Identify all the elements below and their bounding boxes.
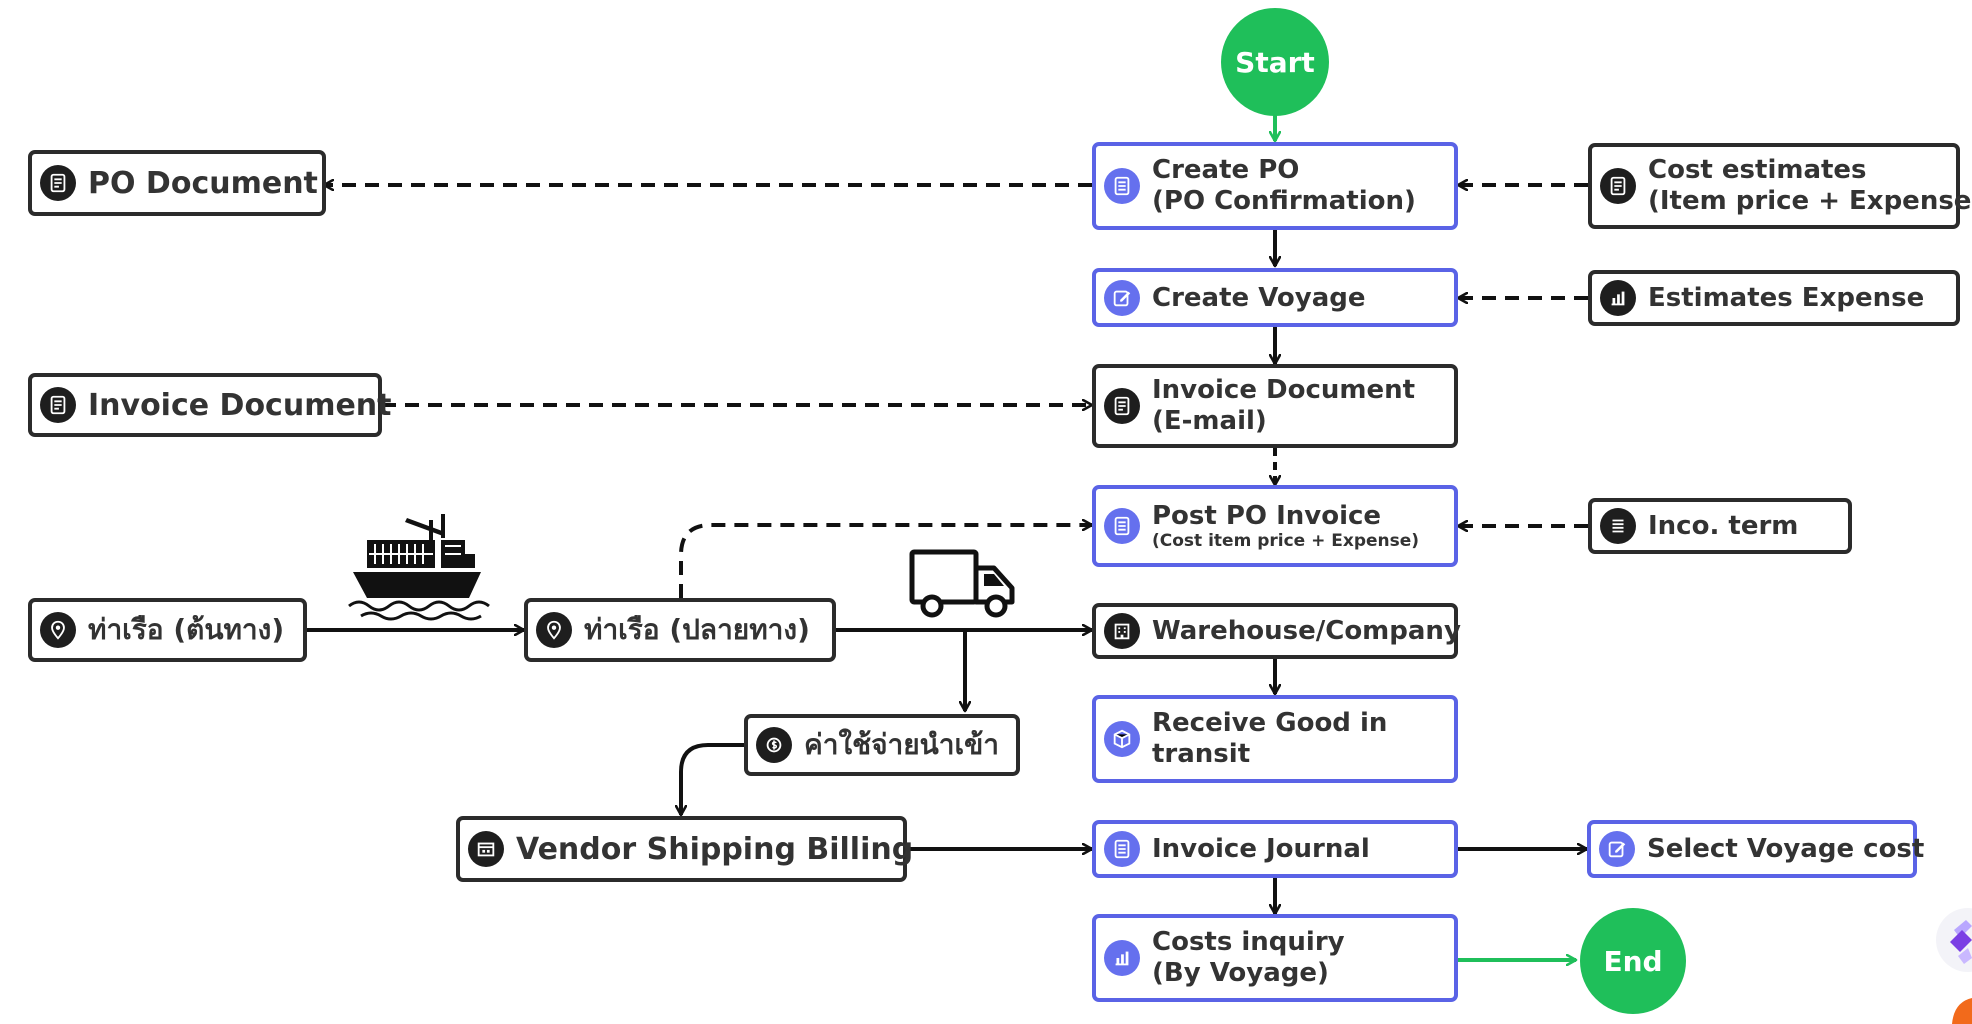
- cost-estimates-subtitle: (Item price + Expense): [1648, 186, 1972, 216]
- warehouse-company-label: Warehouse/Company: [1152, 616, 1461, 646]
- po-document-label: PO Document: [88, 165, 318, 201]
- arrow-port-destination-to-post-po-invoice: [679, 525, 1092, 598]
- post-po-invoice-subtitle: (Cost item price + Expense): [1152, 531, 1420, 552]
- receive-good-title: Receive Good in: [1152, 708, 1388, 739]
- create-voyage-label: Create Voyage: [1152, 282, 1366, 313]
- inco-term-box: Inco. term: [1588, 498, 1852, 554]
- create-po-subtitle: (PO Confirmation): [1152, 186, 1416, 216]
- costs-inquiry-subtitle: (By Voyage): [1152, 958, 1329, 988]
- create-po-box: Create PO(PO Confirmation): [1092, 142, 1458, 230]
- app-logo-icon: [1936, 908, 1972, 972]
- location-pin-icon: [40, 612, 76, 648]
- invoice-document-label: Invoice Document: [88, 387, 392, 423]
- chart-icon: [1600, 280, 1636, 316]
- inco-term-label: Inco. term: [1648, 511, 1799, 541]
- import-expense-box: ค่าใช้จ่ายนำเข้า: [744, 714, 1020, 776]
- truck-icon: [909, 549, 1015, 618]
- edit-icon: [1104, 279, 1140, 316]
- building-icon: [1104, 613, 1140, 649]
- chart-icon: [1104, 940, 1140, 976]
- package-icon: [1104, 721, 1140, 757]
- port-destination-box: ท่าเรือ (ปลายทาง): [524, 598, 836, 662]
- cost-estimates-box: Cost estimates(Item price + Expense): [1588, 143, 1972, 229]
- warehouse-company-box: Warehouse/Company: [1092, 603, 1461, 659]
- list-icon: [1104, 508, 1140, 544]
- estimates-expense-box: Estimates Expense: [1588, 270, 1960, 326]
- list-icon: [1600, 508, 1636, 544]
- receive-good-subtitle: transit: [1152, 739, 1251, 769]
- list-icon: [1104, 168, 1140, 204]
- document-icon: [40, 165, 76, 201]
- costs-inquiry-title: Costs inquiry: [1152, 927, 1345, 958]
- cost-estimates-title: Cost estimates: [1648, 155, 1867, 186]
- invoice-journal-label: Invoice Journal: [1152, 834, 1370, 864]
- document-icon: [1600, 168, 1636, 204]
- create-voyage-box: Create Voyage: [1092, 268, 1458, 327]
- estimates-expense-label: Estimates Expense: [1648, 283, 1925, 313]
- document-icon: [40, 387, 76, 423]
- list-icon: [1104, 831, 1140, 867]
- money-icon: [756, 727, 792, 763]
- post-po-invoice-title: Post PO Invoice: [1152, 500, 1382, 531]
- start-node: Start: [1221, 8, 1329, 116]
- invoice-document-email-box: Invoice Document(E-mail): [1092, 364, 1458, 448]
- store-icon: [468, 831, 504, 867]
- arrow-import-expense-to-vendor-shipping-billing: [681, 743, 744, 815]
- costs-inquiry-box: Costs inquiry(By Voyage): [1092, 914, 1458, 1002]
- vendor-shipping-billing-label: Vendor Shipping Billing: [516, 831, 914, 867]
- port-origin-box: ท่าเรือ (ต้นทาง): [28, 598, 307, 662]
- create-po-title: Create PO: [1152, 155, 1300, 186]
- port-destination-label: ท่าเรือ (ปลายทาง): [584, 613, 810, 646]
- location-pin-icon: [536, 612, 572, 648]
- invoice-document-email-subtitle: (E-mail): [1152, 406, 1267, 436]
- po-document-box: PO Document: [28, 150, 326, 216]
- end-node: End: [1580, 908, 1686, 1014]
- cargo-ship-icon: [348, 514, 490, 621]
- invoice-document-email-title: Invoice Document: [1152, 375, 1416, 406]
- document-icon: [1104, 388, 1140, 424]
- select-voyage-cost-label: Select Voyage cost: [1647, 834, 1925, 864]
- orange-mark-icon: [1952, 998, 1972, 1024]
- select-voyage-cost-box: Select Voyage cost: [1587, 820, 1924, 878]
- invoice-journal-box: Invoice Journal: [1092, 820, 1458, 878]
- post-po-invoice-box: Post PO Invoice(Cost item price + Expens…: [1092, 485, 1458, 567]
- vendor-shipping-billing-box: Vendor Shipping Billing: [456, 816, 913, 882]
- edit-icon: [1599, 831, 1635, 867]
- import-expense-label: ค่าใช้จ่ายนำเข้า: [804, 728, 999, 761]
- port-origin-label: ท่าเรือ (ต้นทาง): [88, 613, 285, 646]
- invoice-document-box: Invoice Document: [28, 373, 392, 437]
